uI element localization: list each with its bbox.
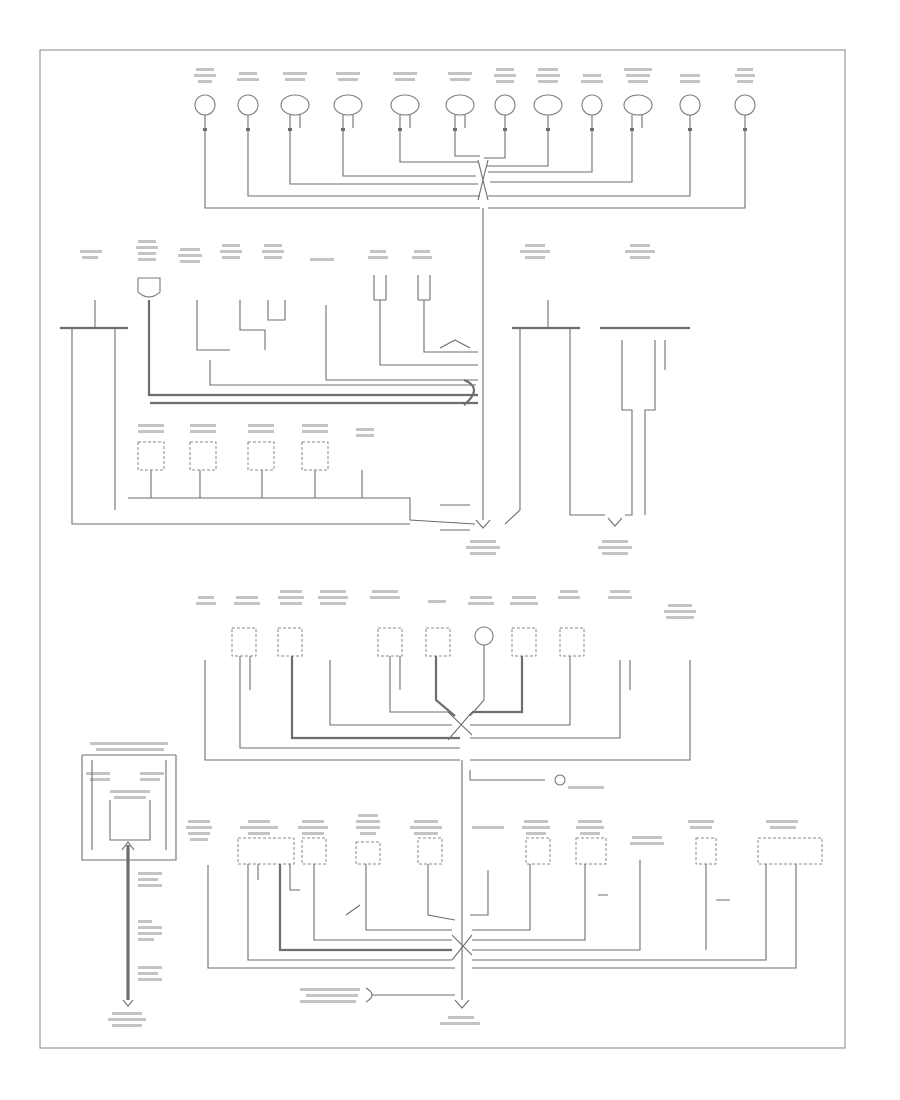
lamp-symbols [194, 94, 756, 116]
middle-label-blocks [80, 240, 655, 263]
lamp-4 [333, 94, 363, 116]
bottom-modules [237, 837, 823, 865]
connector-symbol [365, 987, 373, 1003]
lamp-5 [390, 94, 420, 116]
lower-modules [231, 626, 585, 657]
bottom-left-strap [81, 742, 177, 1027]
splice-symbol [554, 774, 566, 786]
lamp-10 [623, 94, 653, 116]
sensor-symbol [137, 277, 161, 298]
lamp-3 [280, 94, 310, 116]
ground-symbol-3 [454, 999, 470, 1009]
lamp-terminals [203, 128, 747, 131]
lamp-9 [581, 94, 603, 116]
top-lamp-section [194, 68, 756, 209]
sensor-wire [147, 300, 478, 397]
lamp-11 [679, 94, 701, 116]
left-wire-a [71, 328, 410, 525]
lamp-label-blocks [194, 68, 755, 83]
ground-symbol-1 [475, 519, 491, 529]
lamp-12 [734, 94, 756, 116]
lamp-drop-wires [204, 115, 746, 209]
lamp-7 [494, 94, 516, 116]
lamp-2 [237, 94, 259, 116]
ground-symbol-2 [607, 517, 623, 527]
lower-module-section [196, 590, 696, 1000]
lamp-6 [445, 94, 475, 116]
diagram-border [39, 49, 846, 1049]
middle-section [60, 240, 690, 555]
lamp-8 [533, 94, 563, 116]
middle-lower-components [137, 424, 374, 471]
lamp-1 [194, 94, 216, 116]
bottom-module-section [186, 814, 823, 1025]
